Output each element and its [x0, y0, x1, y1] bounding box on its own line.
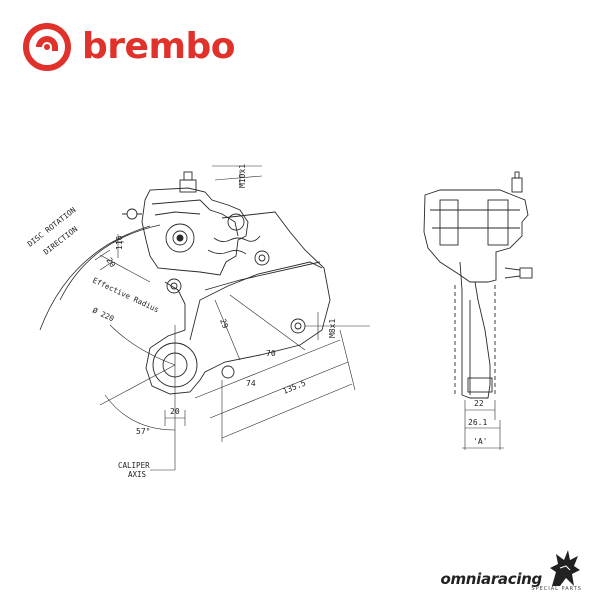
dim-116: 116 [115, 235, 124, 250]
brembo-emblem-icon [23, 23, 71, 71]
disc-radius-arcs [39, 224, 176, 366]
dim-angle: 57° [136, 427, 150, 436]
dim-20-bottom: 20 [170, 407, 180, 416]
thread-top-label: M10x1 [238, 164, 247, 188]
diameter-label: Ø 220 [91, 306, 116, 324]
caliper-front-view [122, 171, 331, 395]
dim-70: 70 [266, 349, 276, 358]
omniaracing-text: omniaracing [440, 570, 542, 588]
omniaracing-logo: omniaracing SPECIAL PARTS [440, 548, 582, 592]
dim-29: 29 [218, 318, 230, 330]
caliper-label: CALIPER [118, 461, 150, 470]
brembo-logo: brembo [22, 22, 235, 72]
griffin-icon [550, 550, 580, 586]
drawing-labels: DISC ROTATION DIRECTION Effective Radius… [26, 164, 488, 479]
dim-74: 74 [246, 379, 256, 388]
caliper-side-view [423, 171, 533, 399]
thread-side-label: M8x1 [328, 319, 337, 338]
side-dimension-lines [462, 400, 504, 450]
dim-A: 'A' [473, 437, 487, 446]
front-dimension-lines [99, 165, 370, 471]
omniaracing-subtext: SPECIAL PARTS [531, 586, 582, 592]
dim-20-top: 20 [104, 256, 117, 269]
dim-135: 135.5 [281, 378, 307, 395]
dim-26: 26.1 [468, 418, 487, 427]
dim-22: 22 [474, 399, 484, 408]
axis-label: AXIS [128, 470, 147, 479]
brembo-logo-text: brembo [82, 26, 235, 67]
